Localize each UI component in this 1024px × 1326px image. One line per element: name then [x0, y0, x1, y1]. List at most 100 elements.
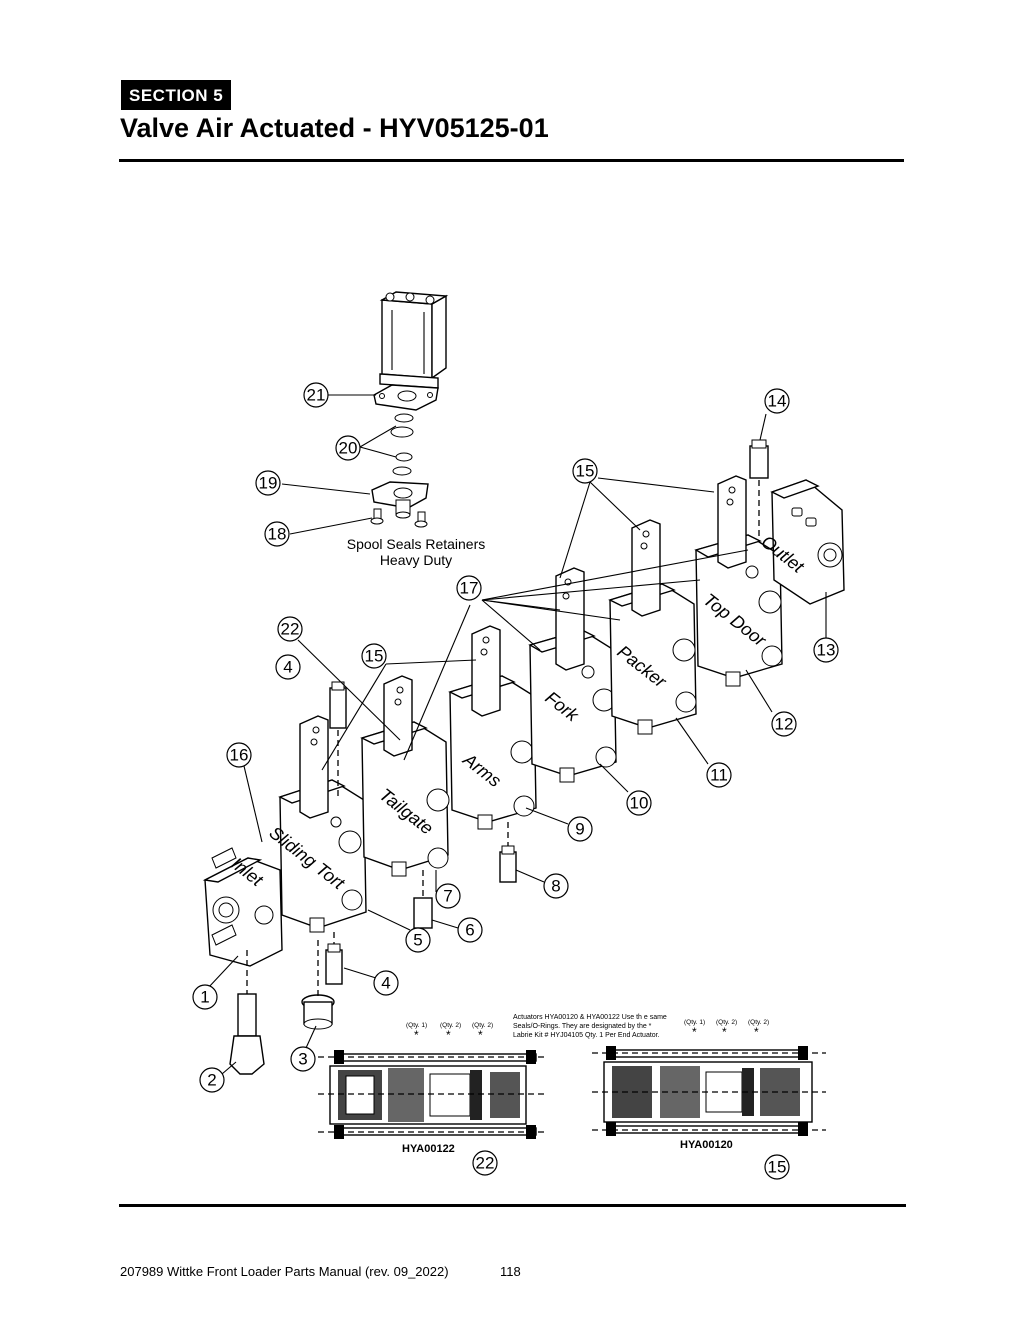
- screws-18: [370, 508, 428, 528]
- callout: 15: [764, 1154, 790, 1180]
- footer-rule: [119, 1204, 906, 1207]
- top-door-section: [694, 475, 783, 687]
- svg-text:17: 17: [460, 579, 479, 598]
- callout: 17: [456, 575, 482, 601]
- inlet-section: [202, 847, 283, 967]
- svg-text:*: *: [414, 1028, 419, 1042]
- svg-text:14: 14: [768, 392, 787, 411]
- svg-text:10: 10: [630, 794, 649, 813]
- packer-section: [608, 519, 697, 735]
- svg-text:16: 16: [230, 746, 249, 765]
- callout: 15: [361, 643, 387, 669]
- svg-text:15: 15: [768, 1158, 787, 1177]
- footer-page-number: 118: [500, 1264, 521, 1279]
- page-title: Valve Air Actuated - HYV05125-01: [120, 113, 549, 143]
- diagram-caption-line2: Heavy Duty: [380, 552, 452, 568]
- callout: 5: [405, 927, 431, 953]
- svg-text:4: 4: [283, 658, 292, 677]
- svg-text:(Qty. 1): (Qty. 1): [406, 1022, 427, 1029]
- relief-valve-14: [749, 439, 769, 540]
- actuator-hya00120-section: HYA00120: [592, 1046, 826, 1151]
- svg-text:21: 21: [307, 386, 326, 405]
- fitting-2: [229, 950, 265, 1075]
- callout: 3: [290, 1046, 316, 1072]
- callout: 8: [543, 873, 569, 899]
- svg-text:(Qty. 2): (Qty. 2): [716, 1019, 737, 1026]
- callout: 12: [771, 711, 797, 737]
- callout: 11: [706, 762, 732, 788]
- svg-text:*: *: [446, 1028, 451, 1042]
- callout: 14: [764, 388, 790, 414]
- svg-text:(Qty. 1): (Qty. 1): [684, 1019, 705, 1026]
- svg-text:Labrie Kit # HYJ04105 Qty. 1 P: Labrie Kit # HYJ04105 Qty. 1 Per End Act…: [513, 1032, 660, 1039]
- arms-section: [448, 625, 537, 830]
- svg-text:12: 12: [775, 715, 794, 734]
- callout: 4: [275, 654, 301, 680]
- svg-text:*: *: [722, 1025, 727, 1039]
- sliding-tort-section: [278, 715, 367, 933]
- o-rings-20: [390, 413, 414, 476]
- qty-labels-left: (Qty. 1) (Qty. 2) (Qty. 2) * * *: [406, 1022, 493, 1042]
- svg-text:HYA00120: HYA00120: [680, 1139, 733, 1151]
- tailgate-section: [360, 675, 450, 877]
- svg-text:7: 7: [443, 887, 452, 906]
- svg-text:22: 22: [281, 620, 300, 639]
- svg-text:*: *: [692, 1025, 697, 1039]
- svg-text:6: 6: [465, 921, 474, 940]
- svg-text:5: 5: [413, 931, 422, 950]
- callout: 10: [626, 790, 652, 816]
- svg-text:(Qty. 2): (Qty. 2): [472, 1022, 493, 1029]
- svg-text:HYA00122: HYA00122: [402, 1143, 455, 1155]
- svg-text:2: 2: [207, 1071, 216, 1090]
- check-valve-4-top: [329, 681, 347, 800]
- callout: 19: [255, 470, 281, 496]
- leader-lines: [207, 394, 827, 1075]
- svg-text:*: *: [478, 1028, 483, 1042]
- actuator-hya00122-section: HYA00122: [318, 1050, 548, 1155]
- svg-text:4: 4: [381, 974, 390, 993]
- diagram-caption-line1: Spool Seals Retainers: [347, 536, 486, 552]
- callout: 16: [226, 742, 252, 768]
- section-badge: SECTION 5: [121, 80, 232, 110]
- svg-text:20: 20: [339, 439, 358, 458]
- fork-section: [528, 567, 617, 783]
- svg-text:1: 1: [200, 988, 209, 1007]
- svg-text:3: 3: [298, 1050, 307, 1069]
- callout: 15: [572, 458, 598, 484]
- svg-text:8: 8: [551, 877, 560, 896]
- footer-manual-title: 207989 Wittke Front Loader Parts Manual …: [120, 1264, 449, 1279]
- callout: 1: [192, 984, 218, 1010]
- callout: 7: [435, 883, 461, 909]
- actuator-note: Actuators HYA00120 & HYA00122 Use th e s…: [513, 1014, 667, 1039]
- plug-8: [499, 822, 517, 883]
- svg-text:22: 22: [476, 1154, 495, 1173]
- callout: 21: [303, 382, 329, 408]
- header-rule: [119, 159, 904, 162]
- outlet-section: [770, 479, 845, 605]
- svg-text:Seals/O-Rings. They are design: Seals/O-Rings. They are designated by th…: [513, 1023, 652, 1030]
- qty-labels-right: (Qty. 1) (Qty. 2) (Qty. 2) * * *: [684, 1019, 769, 1039]
- plug-3: [301, 940, 335, 1030]
- callout: 13: [813, 637, 839, 663]
- callout: 20: [335, 435, 361, 461]
- svg-text:19: 19: [259, 474, 278, 493]
- svg-text:18: 18: [268, 525, 287, 544]
- callout: 4: [373, 970, 399, 996]
- callout: 22: [277, 616, 303, 642]
- svg-text:9: 9: [575, 820, 584, 839]
- seal-plate-21: [373, 384, 439, 411]
- svg-text:Actuators HYA00120 & HYA00122: Actuators HYA00120 & HYA00122 Use th e s…: [513, 1014, 667, 1021]
- svg-text:(Qty. 2): (Qty. 2): [748, 1019, 769, 1026]
- callout: 2: [199, 1067, 225, 1093]
- callout: 6: [457, 917, 483, 943]
- callout: 18: [264, 521, 290, 547]
- check-valve-4-bottom: [325, 932, 343, 985]
- svg-text:(Qty. 2): (Qty. 2): [440, 1022, 461, 1029]
- callout: 9: [567, 816, 593, 842]
- retainer-plate-19: [371, 481, 429, 519]
- svg-text:15: 15: [365, 647, 384, 666]
- plug-6: [413, 870, 433, 929]
- svg-text:*: *: [754, 1025, 759, 1039]
- svg-text:13: 13: [817, 641, 836, 660]
